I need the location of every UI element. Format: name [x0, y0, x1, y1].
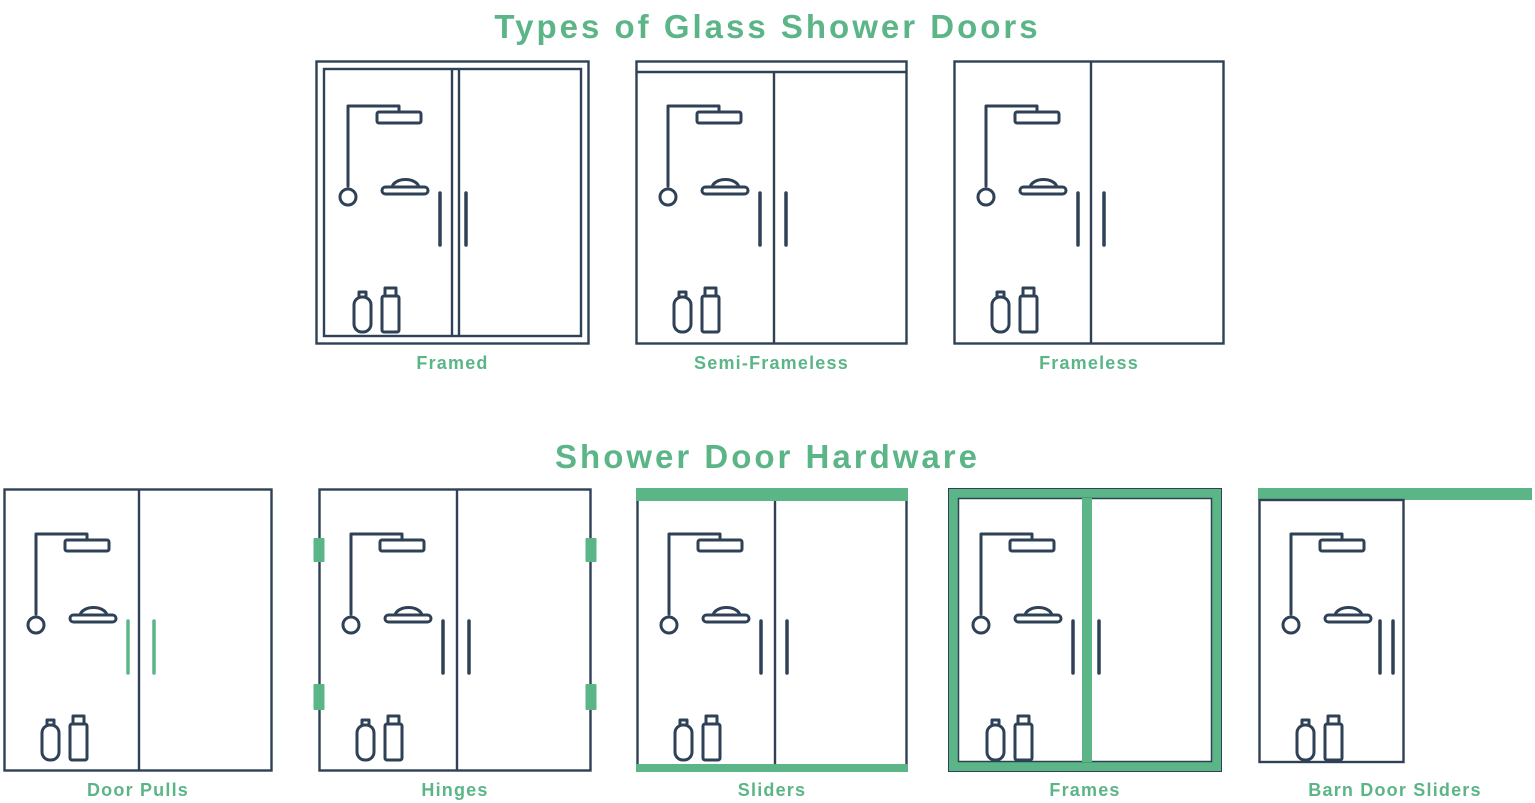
semi-frameless-door-illustration	[635, 60, 908, 345]
label-door-pulls: Door Pulls	[86, 780, 189, 800]
hinge-icon	[585, 684, 597, 710]
shower-fixtures-icon	[26, 532, 118, 762]
shower-fixtures-icon	[976, 104, 1068, 334]
card-barn-door-sliders: Barn Door Sliders	[1258, 488, 1532, 801]
card-frameless: Frameless	[953, 60, 1225, 374]
label-hinges: Hinges	[421, 780, 489, 800]
card-frames: Frames	[948, 488, 1222, 801]
sliders-illustration	[636, 488, 908, 772]
green-frame-icon	[949, 489, 1221, 771]
card-hinges: Hinges	[313, 488, 597, 801]
slider-bottom-track-icon	[636, 764, 908, 772]
shower-fixtures-icon	[658, 104, 750, 334]
label-frames: Frames	[1049, 780, 1121, 800]
door-pull-handles-icon	[1378, 619, 1395, 675]
shower-fixtures-icon	[1281, 532, 1373, 762]
label-sliders: Sliders	[737, 780, 807, 800]
frames-illustration	[948, 488, 1222, 772]
card-door-pulls: Door Pulls	[3, 488, 273, 801]
green-frame-divider-icon	[1082, 498, 1092, 762]
section-title-hardware: Shower Door Hardware	[555, 438, 980, 475]
hinge-icon	[313, 684, 325, 710]
shower-fixtures-icon	[659, 532, 751, 762]
card-semi-frameless: Semi-Frameless	[635, 60, 908, 374]
door-pulls-illustration	[3, 488, 273, 772]
shower-fixtures-icon	[971, 532, 1063, 762]
label-barn-door-sliders: Barn Door Sliders	[1308, 780, 1482, 800]
barn-door-sliders-illustration	[1258, 488, 1532, 764]
section-title-types: Types of Glass Shower Doors	[494, 8, 1041, 45]
hinge-icon	[313, 538, 325, 562]
slider-top-track-icon	[636, 488, 908, 501]
label-semi-frameless: Semi-Frameless	[694, 353, 849, 373]
shower-fixtures-icon	[338, 104, 430, 334]
label-frameless: Frameless	[1039, 353, 1139, 373]
card-framed: Framed	[315, 60, 590, 374]
shower-fixtures-icon	[341, 532, 433, 762]
green-door-pulls-icon	[126, 619, 156, 675]
hinges-illustration	[313, 488, 597, 772]
card-sliders: Sliders	[636, 488, 908, 801]
frameless-door-illustration	[953, 60, 1225, 345]
hinge-icon	[585, 538, 597, 562]
barn-door-track-icon	[1258, 488, 1532, 500]
label-framed: Framed	[416, 353, 489, 373]
framed-door-illustration	[315, 60, 590, 345]
